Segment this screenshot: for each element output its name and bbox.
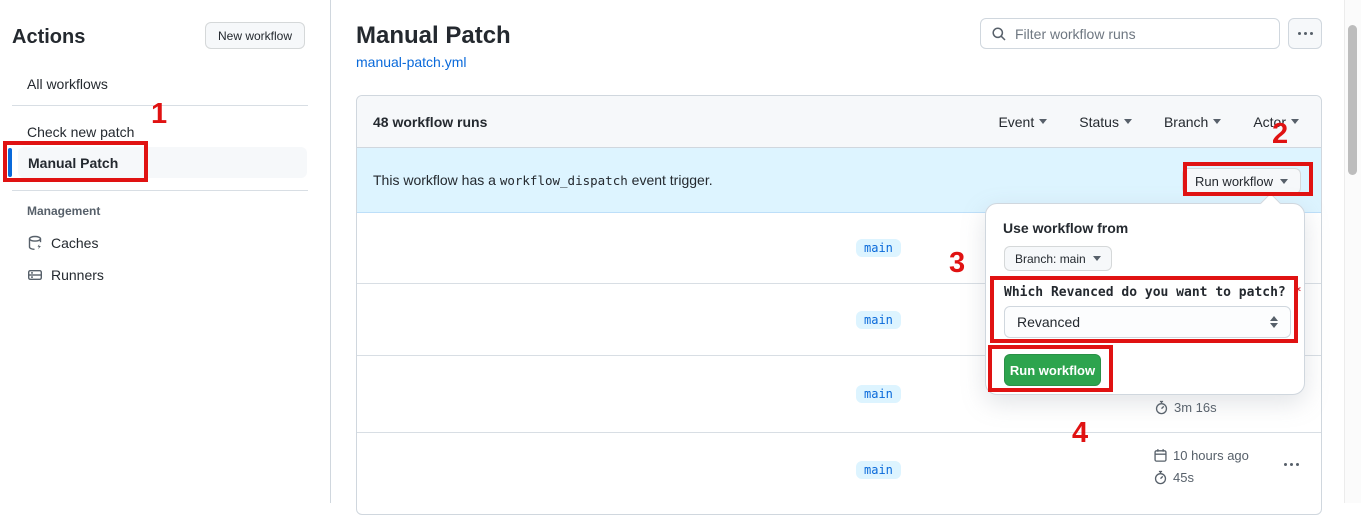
chevron-down-icon	[1291, 119, 1299, 124]
annotation-number-2: 2	[1272, 118, 1289, 150]
page-title: Manual Patch	[356, 22, 511, 49]
management-section-label: Management	[27, 204, 101, 218]
workflow-dispatch-code: workflow_dispatch	[499, 173, 628, 188]
filter-runs-searchbox[interactable]	[980, 18, 1280, 49]
workflow-more-options-button[interactable]	[1288, 18, 1322, 49]
annotation-number-3: 3	[949, 247, 966, 279]
chevron-down-icon	[1039, 119, 1048, 124]
stopwatch-icon	[1154, 400, 1169, 415]
actions-sidebar: Actions New workflow All workflows Check…	[0, 0, 331, 503]
chevron-down-icon	[1123, 119, 1132, 124]
run-workflow-dropdown-button[interactable]: Run workflow	[1181, 168, 1301, 194]
sidebar-caches-label: Caches	[51, 235, 99, 251]
run-workflow-submit-button[interactable]: Run workflow	[1004, 354, 1101, 386]
calendar-icon	[1153, 448, 1168, 463]
revanced-select[interactable]: Revanced	[1004, 306, 1291, 338]
workflow-runs-card: 48 workflow runs Event Status Branch Act…	[356, 95, 1322, 515]
workflow-file-link[interactable]: manual-patch.yml	[356, 54, 467, 70]
sidebar-title: Actions	[12, 26, 86, 48]
selected-indicator-bar	[8, 148, 12, 177]
chevron-down-icon	[1280, 178, 1288, 184]
sidebar-item-check-new-patch[interactable]: Check new patch	[27, 124, 135, 140]
status-filter-dropdown[interactable]: Status	[1079, 114, 1132, 130]
run-workflow-dialog: Use workflow from Branch: main Which Rev…	[985, 203, 1305, 395]
chevron-down-icon	[1213, 119, 1222, 124]
workflow-run-row[interactable]: main	[357, 213, 1321, 284]
workflow-run-row[interactable]: main 3m 16s	[357, 356, 1321, 433]
branch-filter-dropdown[interactable]: Branch	[1164, 114, 1222, 130]
branch-selector-button[interactable]: Branch: main	[1004, 246, 1112, 271]
stopwatch-icon	[1153, 470, 1168, 485]
branch-badge[interactable]: main	[856, 461, 901, 479]
sidebar-runners-label: Runners	[51, 267, 104, 283]
server-icon	[27, 267, 43, 283]
branch-badge[interactable]: main	[856, 239, 901, 257]
runs-count-label: 48 workflow runs	[373, 113, 488, 130]
annotation-number-1: 1	[151, 98, 168, 130]
workflow-runs-list: main main main 3m 16s main	[357, 213, 1321, 523]
workflow-run-row[interactable]: main 10 hours ago	[357, 433, 1321, 523]
annotation-number-4: 4	[1072, 417, 1089, 449]
meatball-icon	[1297, 32, 1313, 35]
new-workflow-button[interactable]: New workflow	[205, 22, 305, 49]
branch-badge[interactable]: main	[856, 310, 901, 329]
use-workflow-from-label: Use workflow from	[1003, 220, 1129, 236]
sidebar-item-runners[interactable]: Runners	[27, 267, 104, 283]
search-icon	[991, 26, 1007, 42]
run-options-kebab-button[interactable]	[1284, 463, 1299, 466]
actor-filter-dropdown[interactable]: Actor	[1253, 114, 1299, 130]
sidebar-divider	[12, 190, 308, 191]
select-updown-icon	[1270, 316, 1278, 328]
event-filter-dropdown[interactable]: Event	[998, 114, 1048, 130]
chevron-down-icon	[1092, 256, 1101, 261]
revanced-select-value: Revanced	[1017, 314, 1081, 330]
run-date: 10 hours ago	[1153, 448, 1249, 463]
workflow-input-label: Which Revanced do you want to patch? *	[1004, 285, 1302, 300]
filter-runs-input[interactable]	[1015, 25, 1279, 42]
sidebar-item-manual-patch[interactable]	[18, 147, 307, 178]
sidebar-item-caches[interactable]: Caches	[27, 235, 98, 251]
sidebar-divider	[12, 105, 308, 106]
banner-text: This workflow has a workflow_dispatch ev…	[373, 172, 713, 188]
run-duration: 45s	[1153, 470, 1194, 485]
workflow-run-row[interactable]: main	[357, 284, 1321, 356]
branch-badge[interactable]: main	[856, 385, 901, 403]
sidebar-item-manual-patch-label: Manual Patch	[28, 155, 119, 171]
sidebar-item-all-workflows[interactable]: All workflows	[27, 76, 108, 92]
page-scrollbar-thumb[interactable]	[1348, 25, 1357, 175]
runs-list-header: 48 workflow runs Event Status Branch Act…	[357, 96, 1321, 148]
cache-icon	[27, 235, 43, 251]
run-duration: 3m 16s	[1154, 400, 1217, 415]
required-asterisk: *	[1293, 285, 1302, 300]
